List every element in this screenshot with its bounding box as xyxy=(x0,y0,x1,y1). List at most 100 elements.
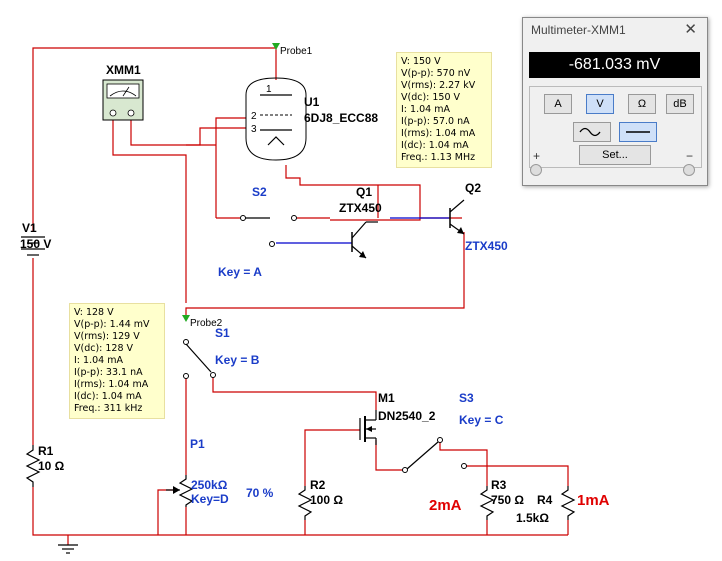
sine-wave-icon xyxy=(579,127,601,137)
r3-ref: R3 xyxy=(491,478,507,492)
wire-m1-gate xyxy=(304,429,360,486)
probe-reading: I(rms): 1.04 mA xyxy=(74,379,149,390)
plus-terminal[interactable] xyxy=(530,164,542,176)
mode-button-volts[interactable]: V xyxy=(586,94,614,114)
r4-ref: R4 xyxy=(537,493,553,507)
q1-ref: Q1 xyxy=(356,185,372,199)
p1-key: Key=D xyxy=(191,492,229,506)
probe-reading: I(rms): 1.04 mA xyxy=(401,128,476,139)
s1-ref: S1 xyxy=(215,326,230,340)
p1-ref: P1 xyxy=(190,437,205,451)
switch-s1[interactable] xyxy=(183,339,216,379)
transistor-q1[interactable] xyxy=(351,221,378,259)
xmm1-label: XMM1 xyxy=(106,63,141,77)
probe-reading: V(p-p): 1.44 mV xyxy=(74,319,150,330)
q2-ref: Q2 xyxy=(465,181,481,195)
probe-reading: I(p-p): 57.0 nA xyxy=(401,116,470,127)
probe-reading: I(dc): 1.04 mA xyxy=(74,391,142,402)
vacuum-tube-u1[interactable] xyxy=(245,77,307,161)
s2-key: Key = A xyxy=(218,265,262,279)
s3-key: Key = C xyxy=(459,413,504,427)
resistor-r1[interactable] xyxy=(25,445,41,487)
probe-reading: V(dc): 150 V xyxy=(401,92,461,103)
m1-model: DN2540_2 xyxy=(378,409,436,423)
q1-model: ZTX450 xyxy=(339,201,382,215)
potentiometer-p1[interactable] xyxy=(166,475,194,507)
probe-reading: I(dc): 1.04 mA xyxy=(401,140,469,151)
wire-top xyxy=(32,47,277,232)
m1-ref: M1 xyxy=(378,391,395,405)
plus-terminal-label: + xyxy=(533,149,541,163)
wire-s1-m1 xyxy=(212,375,377,410)
mode-button-db[interactable]: dB xyxy=(666,94,694,114)
dc-mode-button[interactable] xyxy=(619,122,657,142)
resistor-r2[interactable] xyxy=(297,486,313,520)
resistor-r4[interactable] xyxy=(560,486,576,520)
s1-key: Key = B xyxy=(215,353,260,367)
wire-tube-grid xyxy=(215,117,246,218)
multimeter-title: Multimeter-XMM1 xyxy=(531,23,626,37)
r2-value: 100 Ω xyxy=(310,493,343,507)
probe-reading: V: 150 V xyxy=(401,56,441,67)
wire-xmm-plus xyxy=(112,120,187,303)
p1-percent: 70 % xyxy=(246,486,274,500)
probe-reading: Freq.: 1.13 MHz xyxy=(401,152,476,163)
mosfet-m1[interactable] xyxy=(359,410,377,445)
minus-terminal-label: − xyxy=(686,149,694,163)
multimeter-display: -681.033 mV xyxy=(529,52,700,78)
dc-line-icon xyxy=(626,131,650,133)
probe-reading: V: 128 V xyxy=(74,307,114,318)
minus-terminal[interactable] xyxy=(683,164,695,176)
mode-button-ohms[interactable]: Ω xyxy=(628,94,656,114)
probe-reading: V(rms): 2.27 kV xyxy=(401,80,476,91)
battery-v1[interactable] xyxy=(21,236,45,256)
switch-s3[interactable] xyxy=(402,437,467,473)
u1-model: 6DJ8_ECC88 xyxy=(304,111,378,125)
close-icon[interactable]: ✕ xyxy=(684,21,697,38)
annotation-2ma: 2mA xyxy=(429,497,462,514)
probe-reading: V(rms): 129 V xyxy=(74,331,140,342)
set-button[interactable]: Set... xyxy=(579,145,651,165)
annotation-1ma: 1mA xyxy=(577,492,610,509)
s2-ref: S2 xyxy=(252,185,267,199)
u1-ref: U1 xyxy=(304,95,320,109)
q2-model: ZTX450 xyxy=(465,239,508,253)
wire-p1-wiper xyxy=(157,489,176,535)
wire-q2-emitter xyxy=(185,232,465,318)
probe-reading: I: 1.04 mA xyxy=(74,355,123,366)
wire-tube-to-q2 xyxy=(285,165,421,221)
v1-ref: V1 xyxy=(22,221,37,235)
r1-value: 10 Ω xyxy=(38,459,65,473)
multimeter-xmm1-symbol[interactable] xyxy=(102,79,144,121)
v1-value: 150 V xyxy=(20,237,51,251)
probe2-marker[interactable] xyxy=(182,315,190,322)
probe1-marker[interactable] xyxy=(272,43,280,50)
wire-tube-cathode xyxy=(186,127,246,146)
tube-pin-1: 1 xyxy=(266,84,272,95)
wire-m1-source xyxy=(375,440,405,471)
wire-s3-r3 xyxy=(439,440,488,486)
resistor-r3[interactable] xyxy=(479,486,495,520)
p1-value: 250kΩ xyxy=(191,478,228,492)
probe1-label: Probe1 xyxy=(280,46,313,57)
wire-s3-r4 xyxy=(464,465,569,486)
probe-reading: I(p-p): 33.1 nA xyxy=(74,367,143,378)
r4-value: 1.5kΩ xyxy=(516,511,549,525)
transistor-q2[interactable] xyxy=(449,199,465,235)
tube-pin-3: 3 xyxy=(251,124,257,135)
r1-ref: R1 xyxy=(38,444,54,458)
r3-value: 750 Ω xyxy=(491,493,524,507)
multimeter-window[interactable]: Multimeter-XMM1 ✕ -681.033 mV A V Ω dB S… xyxy=(522,17,708,186)
wire-r1-ground xyxy=(32,487,568,536)
wire-xmm-minus xyxy=(130,120,216,146)
multimeter-panel: A V Ω dB Set... xyxy=(529,86,702,168)
mode-button-amps[interactable]: A xyxy=(544,94,572,114)
s3-ref: S3 xyxy=(459,391,474,405)
ac-mode-button[interactable] xyxy=(573,122,611,142)
probe-reading: Freq.: 311 kHz xyxy=(74,403,143,414)
tube-pin-2: 2 xyxy=(251,111,257,122)
switch-s2[interactable] xyxy=(240,215,297,247)
